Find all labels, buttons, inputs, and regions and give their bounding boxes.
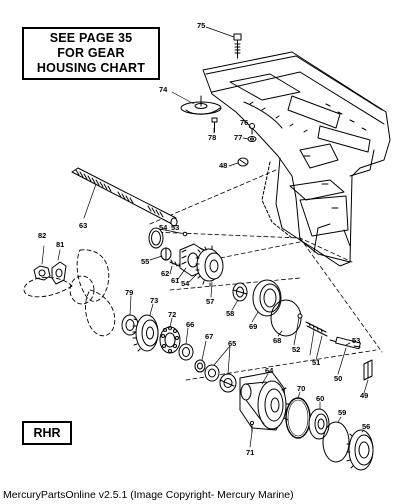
callout-53: 53 [171, 223, 179, 232]
see-page-callout: SEE PAGE 35 FOR GEAR HOUSING CHART [22, 27, 160, 80]
callout-61: 61 [171, 276, 179, 285]
rotation-label: RHR [22, 421, 72, 445]
part-70-o-ring [285, 397, 311, 439]
callout-53-right: 53 [352, 336, 360, 345]
callout-81: 81 [56, 240, 64, 249]
callout-56: 56 [362, 422, 370, 431]
part-53-pin [182, 231, 188, 237]
part-71-bolt [249, 420, 255, 433]
callout-58: 58 [226, 309, 234, 318]
part-81-tab-washer [51, 249, 67, 285]
part-67-washer [194, 359, 206, 373]
callout-74: 74 [159, 85, 168, 94]
part-49-shift-cam-b [363, 359, 373, 381]
copyright-footer: MercuryPartsOnline v2.5.1 (Image Copyrig… [3, 489, 294, 501]
callout-54-lower: 54 [181, 279, 190, 288]
part-74-anode [180, 95, 222, 115]
callout-line-3: HOUSING CHART [36, 61, 146, 75]
callout-62: 62 [161, 269, 169, 278]
part-57-forward-gear [195, 245, 224, 287]
callout-67: 67 [205, 332, 213, 341]
callout-line-1: SEE PAGE 35 [49, 31, 133, 45]
part-75-bolt [233, 33, 242, 59]
callout-76: 76 [240, 118, 248, 127]
part-69-bearing-race [252, 279, 282, 317]
callout-79: 79 [125, 288, 133, 297]
propeller-phantom [23, 249, 116, 337]
callout-59: 59 [338, 408, 346, 417]
callout-51: 51 [312, 358, 320, 367]
callout-64: 64 [265, 366, 274, 375]
callout-78: 78 [208, 133, 216, 142]
part-66-retainer [178, 343, 194, 361]
callout-69: 69 [249, 322, 257, 331]
part-51-cam-follower [305, 321, 328, 337]
part-78-screw [211, 117, 218, 133]
part-48-plug [237, 157, 249, 167]
callout-65: 65 [228, 339, 236, 348]
part-55-sliding-clutch [160, 247, 172, 261]
callout-82: 82 [38, 231, 46, 240]
part-73-reverse-gear [132, 314, 159, 352]
callout-52: 52 [292, 345, 300, 354]
part-60-seal [308, 408, 330, 440]
callout-77: 77 [234, 133, 242, 142]
callout-70: 70 [297, 384, 305, 393]
callout-68: 68 [273, 336, 281, 345]
part-65-roller-bearing [204, 364, 237, 393]
callout-49: 49 [360, 391, 368, 400]
part-54-ring [148, 227, 164, 249]
callout-54-upper: 54 [159, 223, 168, 232]
callout-71: 71 [246, 448, 254, 457]
callout-72: 72 [168, 310, 176, 319]
callout-numbers: 75 74 78 76 77 48 63 82 81 53 54 55 62 6… [38, 21, 370, 457]
part-58-roller-bearing [232, 282, 248, 302]
part-52-roller [297, 313, 303, 319]
part-56-bearing-carrier-nut [346, 429, 374, 471]
part-50-shift-cam [335, 336, 361, 350]
part-77-washer [247, 136, 257, 142]
part-72-bearing [159, 326, 181, 354]
callout-48: 48 [219, 161, 227, 170]
callout-50: 50 [334, 374, 342, 383]
part-62-spring [169, 259, 186, 271]
callout-line-2: FOR GEAR [57, 46, 125, 60]
callout-63: 63 [79, 221, 87, 230]
callout-60: 60 [316, 394, 324, 403]
part-64-bearing-carrier [239, 371, 291, 431]
callout-57: 57 [206, 297, 214, 306]
part-82-prop-nut [33, 245, 51, 281]
part-59-shim [322, 421, 350, 463]
callout-73: 73 [150, 296, 158, 305]
callout-55: 55 [141, 257, 149, 266]
leader-lines [83, 26, 369, 448]
part-63-propeller-shaft [71, 167, 178, 227]
gear-housing [202, 51, 391, 267]
callout-66: 66 [186, 320, 194, 329]
callout-75: 75 [197, 21, 205, 30]
